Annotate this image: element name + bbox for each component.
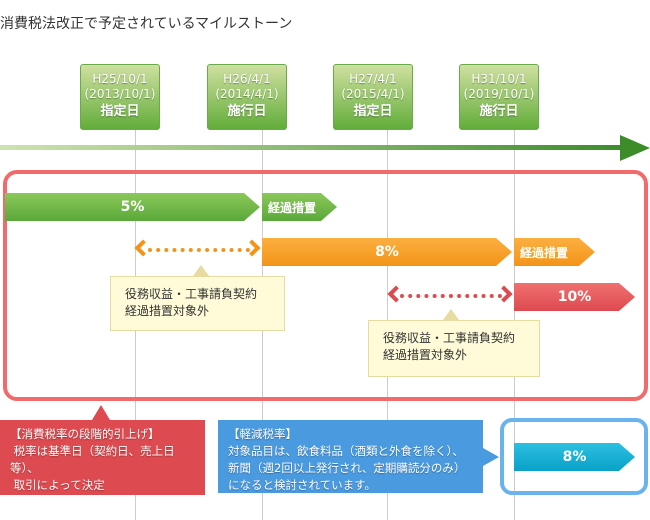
reduced-rate-8-bar: 8% xyxy=(514,443,635,471)
transition-label: 経過措置 xyxy=(268,200,317,215)
date-seireki: (2013/10/1) xyxy=(84,87,156,101)
date-box: H31/10/1(2019/10/1) 施行日 xyxy=(459,64,539,130)
transition-label: 経過措置 xyxy=(520,245,569,260)
tooltip-text: 役務収益・工事請負契約 xyxy=(383,331,516,345)
date-wareki: H26/4/1 xyxy=(223,72,271,86)
note-text: 税率は基準日（契約日、売上日等）、 xyxy=(10,444,175,475)
note-pointer xyxy=(483,448,499,466)
note-text: になると検討されています。 xyxy=(228,478,377,492)
date-box: H25/10/1(2013/10/1) 指定日 xyxy=(80,64,160,130)
page-title: 消費税法改正で予定されているマイルストーン xyxy=(0,16,293,32)
tooltip-text: 経過措置対象外 xyxy=(125,304,210,318)
rate-10-label: 10% xyxy=(557,289,592,305)
date-seireki: (2014/4/1) xyxy=(215,87,279,101)
date-label: 指定日 xyxy=(100,104,140,119)
staged-increase-note: 【消費税率の段階的引上げ】 税率は基準日（契約日、売上日等）、 取引によって決定 xyxy=(0,420,205,495)
note-text: 対象品目は、飲食料品（酒類と外食を除く）、 xyxy=(228,444,464,458)
date-box: H26/4/1(2014/4/1) 施行日 xyxy=(207,64,287,130)
date-wareki: H31/10/1 xyxy=(471,72,527,86)
date-wareki: H27/4/1 xyxy=(349,72,397,86)
reduced-rate-frame xyxy=(500,418,648,495)
rate-8-bar: 8% xyxy=(262,238,512,266)
timeline-arrow xyxy=(0,145,625,150)
reduced-rate-note: 【軽減税率】対象品目は、飲食料品（酒類と外食を除く）、新聞（週2回以上発行され、… xyxy=(218,420,483,493)
date-wareki: H25/10/1 xyxy=(92,72,148,86)
rate-5-bar: 5% xyxy=(5,193,260,221)
dotted-arrow xyxy=(148,248,250,252)
date-label: 指定日 xyxy=(353,104,393,119)
date-label: 施行日 xyxy=(479,104,519,119)
transition-bar-2: 経過措置 xyxy=(514,238,595,266)
date-seireki: (2015/4/1) xyxy=(341,87,405,101)
tooltip: 役務収益・工事請負契約経過措置対象外 xyxy=(368,320,540,377)
dotted-arrow xyxy=(400,294,502,298)
transition-bar-1: 経過措置 xyxy=(262,193,337,221)
note-pointer xyxy=(92,405,110,420)
date-box: H27/4/1(2015/4/1) 指定日 xyxy=(333,64,413,130)
note-heading: 【軽減税率】 xyxy=(228,427,297,441)
date-seireki: (2019/10/1) xyxy=(463,87,535,101)
rate-8-label: 8% xyxy=(375,244,399,260)
reduced-rate-label: 8% xyxy=(562,449,587,465)
note-heading: 【消費税率の段階的引上げ】 xyxy=(10,427,160,441)
timeline-arrowhead-icon xyxy=(620,135,650,161)
date-label: 施行日 xyxy=(227,104,267,119)
tooltip-text: 役務収益・工事請負契約 xyxy=(125,287,258,301)
note-text: 取引によって決定 xyxy=(13,478,105,492)
tooltip-text: 経過措置対象外 xyxy=(383,348,468,362)
tooltip-pointer xyxy=(443,309,459,320)
rate-5-label: 5% xyxy=(120,199,145,215)
tooltip-pointer xyxy=(193,265,209,276)
rate-frame xyxy=(3,170,648,401)
rate-10-bar: 10% xyxy=(514,283,635,311)
tooltip: 役務収益・工事請負契約経過措置対象外 xyxy=(110,276,285,331)
note-text: 新聞（週2回以上発行され、定期購読分のみ） xyxy=(228,461,466,475)
